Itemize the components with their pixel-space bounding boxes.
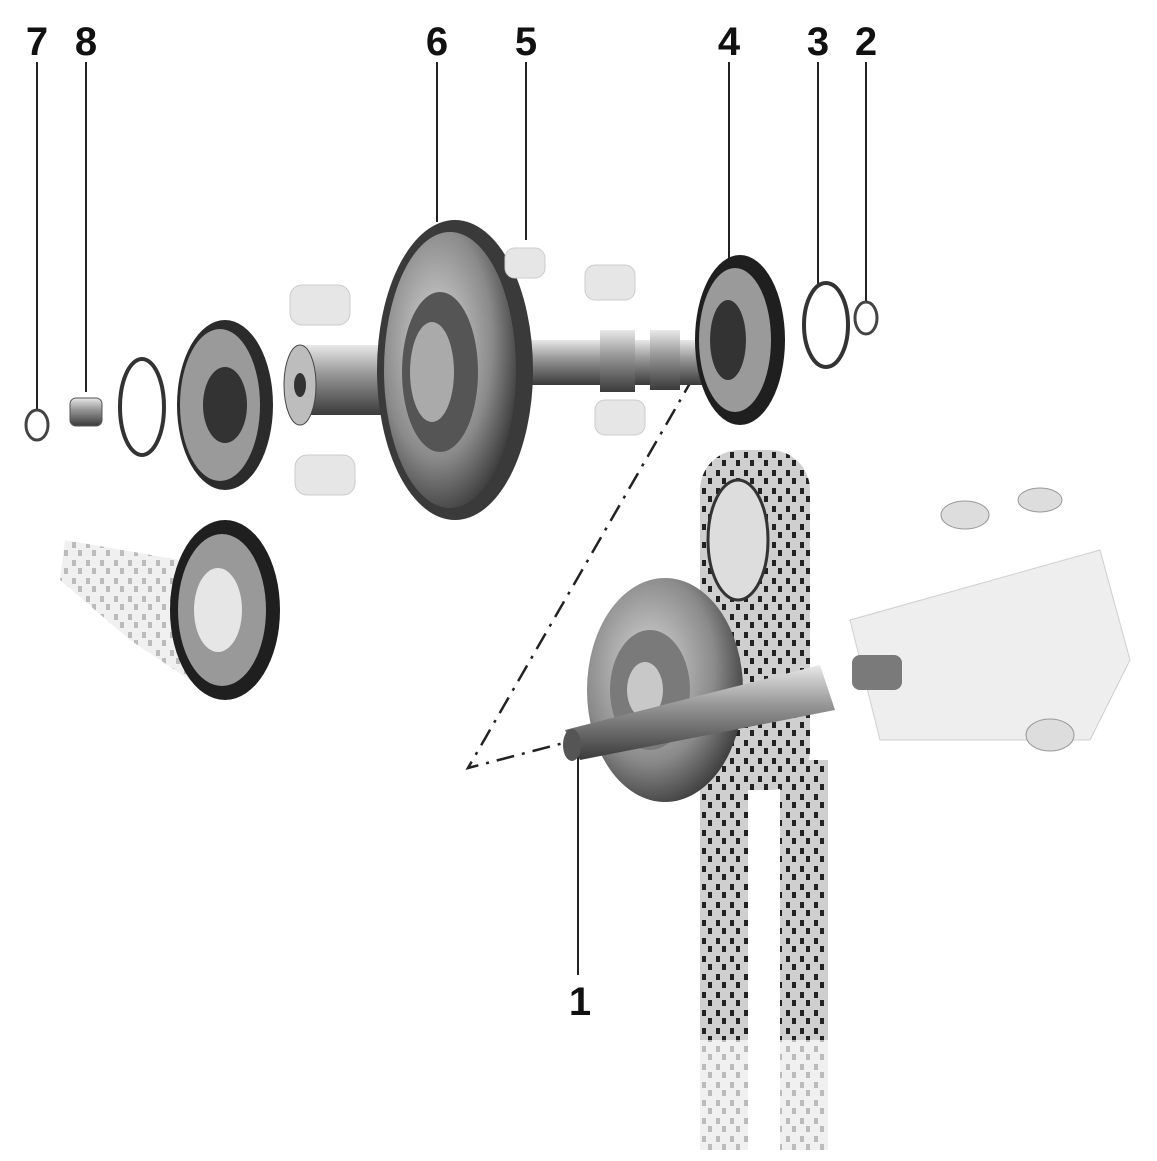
engine-housing — [849, 487, 1131, 752]
bearing-shells — [289, 247, 646, 496]
callout-7: 7 — [25, 20, 49, 64]
part-1-shaft — [563, 665, 835, 761]
callout-1: 1 — [568, 980, 592, 1024]
snap-ring-left — [118, 357, 166, 457]
part-2-circlip — [853, 300, 879, 336]
timing-chains — [700, 450, 828, 1150]
callout-5: 5 — [514, 20, 538, 64]
part-6-large-gear — [377, 220, 533, 520]
assembly-dashdot-line — [465, 344, 714, 770]
guide-pulley — [587, 578, 743, 802]
callout-2: 2 — [854, 20, 878, 64]
lower-sprocket-chain — [60, 520, 280, 700]
part-7-circlip — [24, 408, 50, 442]
callout-3: 3 — [806, 20, 830, 64]
callout-8: 8 — [74, 20, 98, 64]
part-8-pin — [69, 397, 103, 427]
leader-lines — [36, 62, 867, 975]
part-3-snap-ring — [802, 281, 850, 369]
callout-4: 4 — [717, 20, 741, 64]
part-4-sprocket — [695, 255, 785, 425]
callout-6: 6 — [425, 20, 449, 64]
left-sprocket — [177, 320, 273, 490]
